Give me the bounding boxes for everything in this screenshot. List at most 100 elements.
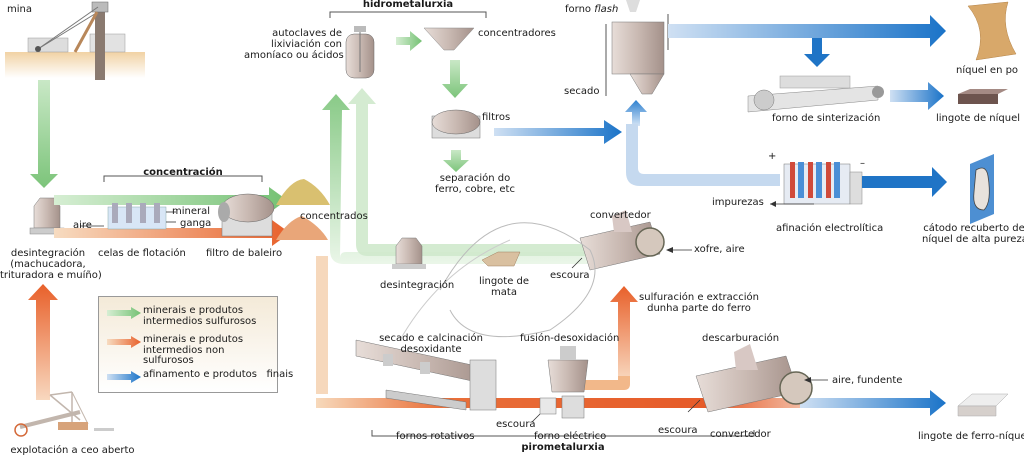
label-electrolytic: afinación electrolítica xyxy=(776,223,884,234)
legend-orange-arrow-icon xyxy=(107,336,141,348)
label-line: autoclaves de xyxy=(272,28,342,39)
label-slag-1: escoura xyxy=(550,270,590,281)
label-rotary-kilns: fornos rotativos xyxy=(396,431,475,442)
legend-item-sulfide: minerais e produtos intermedios sulfuros… xyxy=(107,305,256,327)
flow-arrow-filters-flash xyxy=(494,120,622,144)
label-flotation: celas de flotación xyxy=(98,248,186,259)
label-line: lixiviación con xyxy=(271,39,342,50)
flow-arrow-up-flash xyxy=(625,100,647,126)
ground-surface xyxy=(5,52,145,78)
matte-ingot-icon xyxy=(481,251,521,267)
nickel-ingot-icon xyxy=(958,89,1008,104)
flow-arrow-separation xyxy=(443,150,469,172)
label-drum-filter: filtro de baleiro xyxy=(206,248,283,259)
flow-arrow-nickel-ingot xyxy=(890,82,944,110)
nickel-powder-sack-icon xyxy=(967,1,1017,61)
pyro-bracket xyxy=(371,430,755,437)
slag-line-3 xyxy=(687,399,701,413)
nonsulfide-concentrate-heap-icon xyxy=(276,216,328,240)
sinter-furnace-icon xyxy=(747,75,884,113)
legend-green-arrow-icon xyxy=(107,307,141,319)
converter-bottom-icon xyxy=(695,344,813,413)
label-open-pit: explotación a ceo aberto xyxy=(10,445,135,456)
impurities-arrowhead xyxy=(770,201,776,207)
flow-arrow-nickel-powder xyxy=(668,15,946,47)
label-mina: mina xyxy=(7,4,32,15)
flow-arrow-openpit-up xyxy=(28,284,58,400)
label-ferronickel: lingote de ferro-níquel xyxy=(918,431,1024,442)
label-plus: + xyxy=(768,151,777,162)
legend: minerais e produtos intermedios sulfuros… xyxy=(98,296,293,393)
label-smelting: fusión-desoxidación xyxy=(520,333,620,344)
slag-line-1 xyxy=(571,257,583,269)
label-matte-ingot: lingote de mata xyxy=(474,276,534,298)
label-disintegration-main: desintegración (machucadora, trituradora… xyxy=(0,248,102,281)
label-line: trituradora e muíño) xyxy=(0,270,102,281)
label-slag-2: escoura xyxy=(496,419,536,430)
label-filters: filtros xyxy=(482,112,511,123)
legend-item-final: afinamento e produtos finais xyxy=(107,369,294,383)
label-impurities: impurezas xyxy=(712,197,764,208)
filters-drum-icon xyxy=(431,109,481,139)
label-line: mata xyxy=(491,287,517,298)
label-air-flux: aire, fundente xyxy=(832,375,903,386)
concentration-bracket xyxy=(103,175,263,182)
label-part: forno xyxy=(565,4,595,15)
label-line: níquel de alta pureza xyxy=(922,234,1024,245)
flow-arrow-mine-down xyxy=(30,80,58,188)
label-sulfuration: sulfuración e extracción dunha parte do … xyxy=(634,292,764,314)
label-line: dunha parte do ferro xyxy=(647,303,751,314)
electrolytic-cell-icon xyxy=(783,162,863,205)
label-electric-furnace: forno eléctrico xyxy=(534,431,607,442)
label-line: cátodo recuberto de xyxy=(923,223,1024,234)
label-line: desintegración xyxy=(10,248,86,259)
label-line: ferro, cobre, etc xyxy=(435,184,515,195)
flow-tube-pyro-down xyxy=(316,256,328,394)
flow-tube-to-hydro-right xyxy=(348,88,604,256)
label-line: amoníaco ou ácidos xyxy=(244,50,344,61)
flash-furnace-icon xyxy=(605,0,669,96)
label-line: sulfuración e extracción xyxy=(639,292,759,303)
cathode-plate-icon xyxy=(970,154,994,224)
ferronickel-ingot-icon xyxy=(957,393,1009,417)
legend-text: minerais e produtos intermedios non sulf… xyxy=(143,334,277,367)
legend-line: minerais e produtos xyxy=(143,334,244,345)
hydro-bracket xyxy=(329,11,487,18)
sulfide-concentrate-heap-icon xyxy=(276,179,330,205)
label-decarburization: descarburación xyxy=(702,333,780,344)
label-mineral: mineral xyxy=(172,206,211,217)
flow-arrow-cathode xyxy=(862,167,947,197)
autoclave-icon xyxy=(345,26,375,79)
label-line: separación do xyxy=(439,173,511,184)
process-swirl-outline-2 xyxy=(399,239,511,341)
converter-top-icon xyxy=(579,210,665,271)
label-autoclaves: autoclaves de lixiviación con amoníaco o… xyxy=(244,28,344,61)
label-converter-bottom: convertedor xyxy=(710,429,771,440)
flow-arrow-concentration-green xyxy=(54,187,287,213)
flow-tube-electrolysis xyxy=(626,124,780,186)
label-drying-calcination: secado e calcinación desoxidante xyxy=(376,333,486,355)
label-sulfur-air: xofre, aire xyxy=(694,244,745,255)
flow-arrow-down-sinter xyxy=(804,38,830,67)
flow-arrow-autoclave-concentrator xyxy=(396,31,422,51)
concentrator-icon xyxy=(423,27,475,51)
flow-arrow-ferronickel xyxy=(800,390,946,416)
label-line: desoxidante xyxy=(400,344,462,355)
electric-furnace-icon xyxy=(539,346,589,419)
label-pyro-section: pirometalurxia xyxy=(521,442,605,453)
label-converter-top: convertedor xyxy=(590,210,651,221)
label-cathode: cátodo recuberto de níquel de alta purez… xyxy=(922,223,1024,245)
flow-arrow-concentrator-filters xyxy=(442,60,468,98)
legend-line: intermedios non sulfurosos xyxy=(143,344,225,366)
label-gangue: ganga xyxy=(180,218,212,229)
label-line: lingote de xyxy=(478,276,530,287)
process-swirl-outline xyxy=(439,222,596,338)
air-flux-arrowhead xyxy=(804,377,811,383)
label-sinter-furnace: forno de sinterización xyxy=(772,113,881,124)
label-flash-furnace: forno flash xyxy=(565,4,618,15)
legend-text: minerais e produtos intermedios sulfuros… xyxy=(143,305,256,327)
legend-text: afinamento e produtos finais xyxy=(143,369,294,380)
label-slag-3: escoura xyxy=(658,425,698,436)
rotary-kiln-icon xyxy=(355,339,497,411)
sulfur-air-arrowhead xyxy=(666,247,673,253)
